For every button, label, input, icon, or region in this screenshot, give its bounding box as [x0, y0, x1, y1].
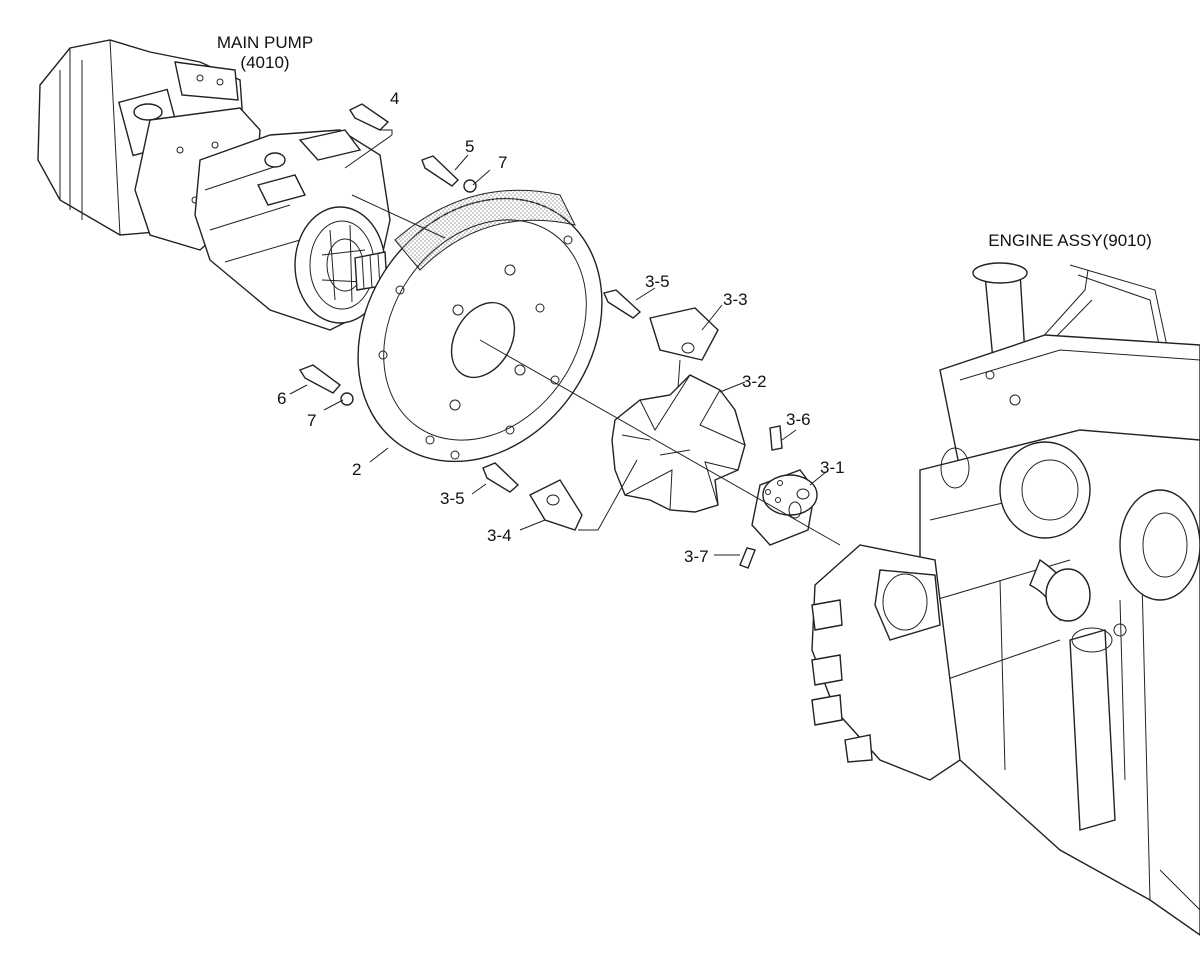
callout-3-7: 3-7	[684, 547, 709, 566]
engine-assy-title: ENGINE ASSY(9010)	[988, 231, 1151, 250]
callout-3-2: 3-2	[742, 372, 767, 391]
hub-drawing	[751, 469, 818, 546]
callout-3-1: 3-1	[820, 458, 845, 477]
callout-7-lower: 7	[307, 411, 316, 430]
callout-5: 5	[465, 137, 474, 156]
callout-4: 4	[390, 89, 399, 108]
callout-3-5-upper: 3-5	[645, 272, 670, 291]
coupling-element-drawing	[611, 374, 746, 513]
callout-3-3: 3-3	[723, 290, 748, 309]
callout-3-5-lower: 3-5	[440, 489, 465, 508]
small-parts-drawing	[298, 103, 783, 569]
callout-2: 2	[352, 460, 361, 479]
flange-plate-drawing	[357, 189, 603, 463]
leader-lines	[289, 129, 841, 556]
labels: MAIN PUMP (4010) ENGINE ASSY(9010) 4 5 7…	[217, 33, 1152, 566]
callout-7-upper: 7	[498, 153, 507, 172]
engine-assy-drawing	[811, 262, 1200, 936]
main-pump-drawing	[37, 39, 391, 331]
callout-3-4: 3-4	[487, 526, 512, 545]
main-pump-code: (4010)	[240, 53, 289, 72]
callout-6: 6	[277, 389, 286, 408]
callout-3-6: 3-6	[786, 410, 811, 429]
main-pump-title: MAIN PUMP	[217, 33, 313, 52]
